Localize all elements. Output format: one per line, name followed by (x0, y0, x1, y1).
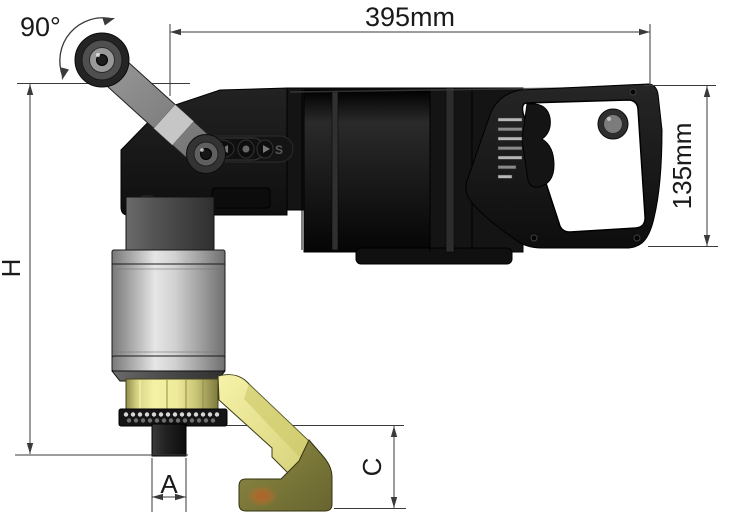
s-button-label: S (275, 143, 283, 157)
arm-light-band (153, 104, 195, 146)
trigger (521, 103, 555, 188)
dimension-labels: 90° 395mm 135mm H A C (0, 2, 697, 499)
spline-dots-top (123, 412, 220, 417)
body-sliver-1 (331, 91, 339, 251)
dim-drive-width-label: A (160, 469, 178, 499)
arrow-up (26, 84, 34, 95)
mode-button-highlight (607, 117, 611, 121)
dim-height-135 (644, 85, 718, 247)
spline-dots-bottom (126, 418, 216, 423)
arrow-up (703, 86, 711, 97)
dim-length-label: 395mm (365, 2, 455, 32)
arc-arrow-top (102, 17, 115, 26)
right-arrow-icon (263, 145, 270, 153)
rotation-arc (59, 17, 114, 78)
arrow-left (152, 493, 163, 501)
roller-center (96, 54, 108, 66)
dim-width-a (151, 458, 187, 512)
arc-arrow-bottom (61, 67, 69, 80)
body-under-tab (355, 247, 513, 265)
dim-handle-height-label: 135mm (667, 123, 697, 210)
dim-tool-height-label: H (0, 259, 26, 278)
arrow-left (170, 28, 181, 36)
dim-length-395 (170, 24, 651, 86)
dim-angle-90 (59, 17, 115, 80)
square-drive (151, 423, 187, 457)
arrow-right (639, 28, 650, 36)
arrow-up (390, 426, 398, 437)
dim-foot-height-label: C (357, 458, 387, 477)
gearbox-cylinder (111, 263, 226, 360)
neck-cylinder (125, 196, 215, 254)
dim-height-h (15, 84, 188, 456)
mode-button-center (603, 114, 623, 134)
dim-angle-label: 90° (20, 12, 61, 42)
arrow-down (703, 235, 711, 246)
reaction-arm-shading (244, 384, 311, 461)
screw-dot-1 (629, 88, 637, 96)
motor-cylinder (303, 89, 431, 253)
gearbox-band-bottom (111, 355, 226, 372)
arrow-right (175, 493, 186, 501)
tool: S (74, 32, 663, 512)
reaction-arm (217, 374, 312, 477)
foot-orange-spot (246, 485, 278, 507)
dot-button-icon (242, 145, 250, 153)
neck-step (211, 187, 271, 209)
vent-slats (497, 117, 523, 179)
roller-highlight (96, 53, 100, 57)
spline-ring (118, 408, 228, 427)
screw-dot-2 (530, 234, 538, 242)
arrow-down (390, 497, 398, 508)
screw-dot-3 (633, 234, 641, 242)
dim-height-c (334, 426, 406, 509)
pivot-highlight (200, 148, 204, 152)
gearbox-band-top (111, 249, 226, 266)
arrow-down (26, 443, 34, 454)
dimension-annotations (15, 17, 718, 512)
body-sliver-2 (445, 87, 455, 253)
